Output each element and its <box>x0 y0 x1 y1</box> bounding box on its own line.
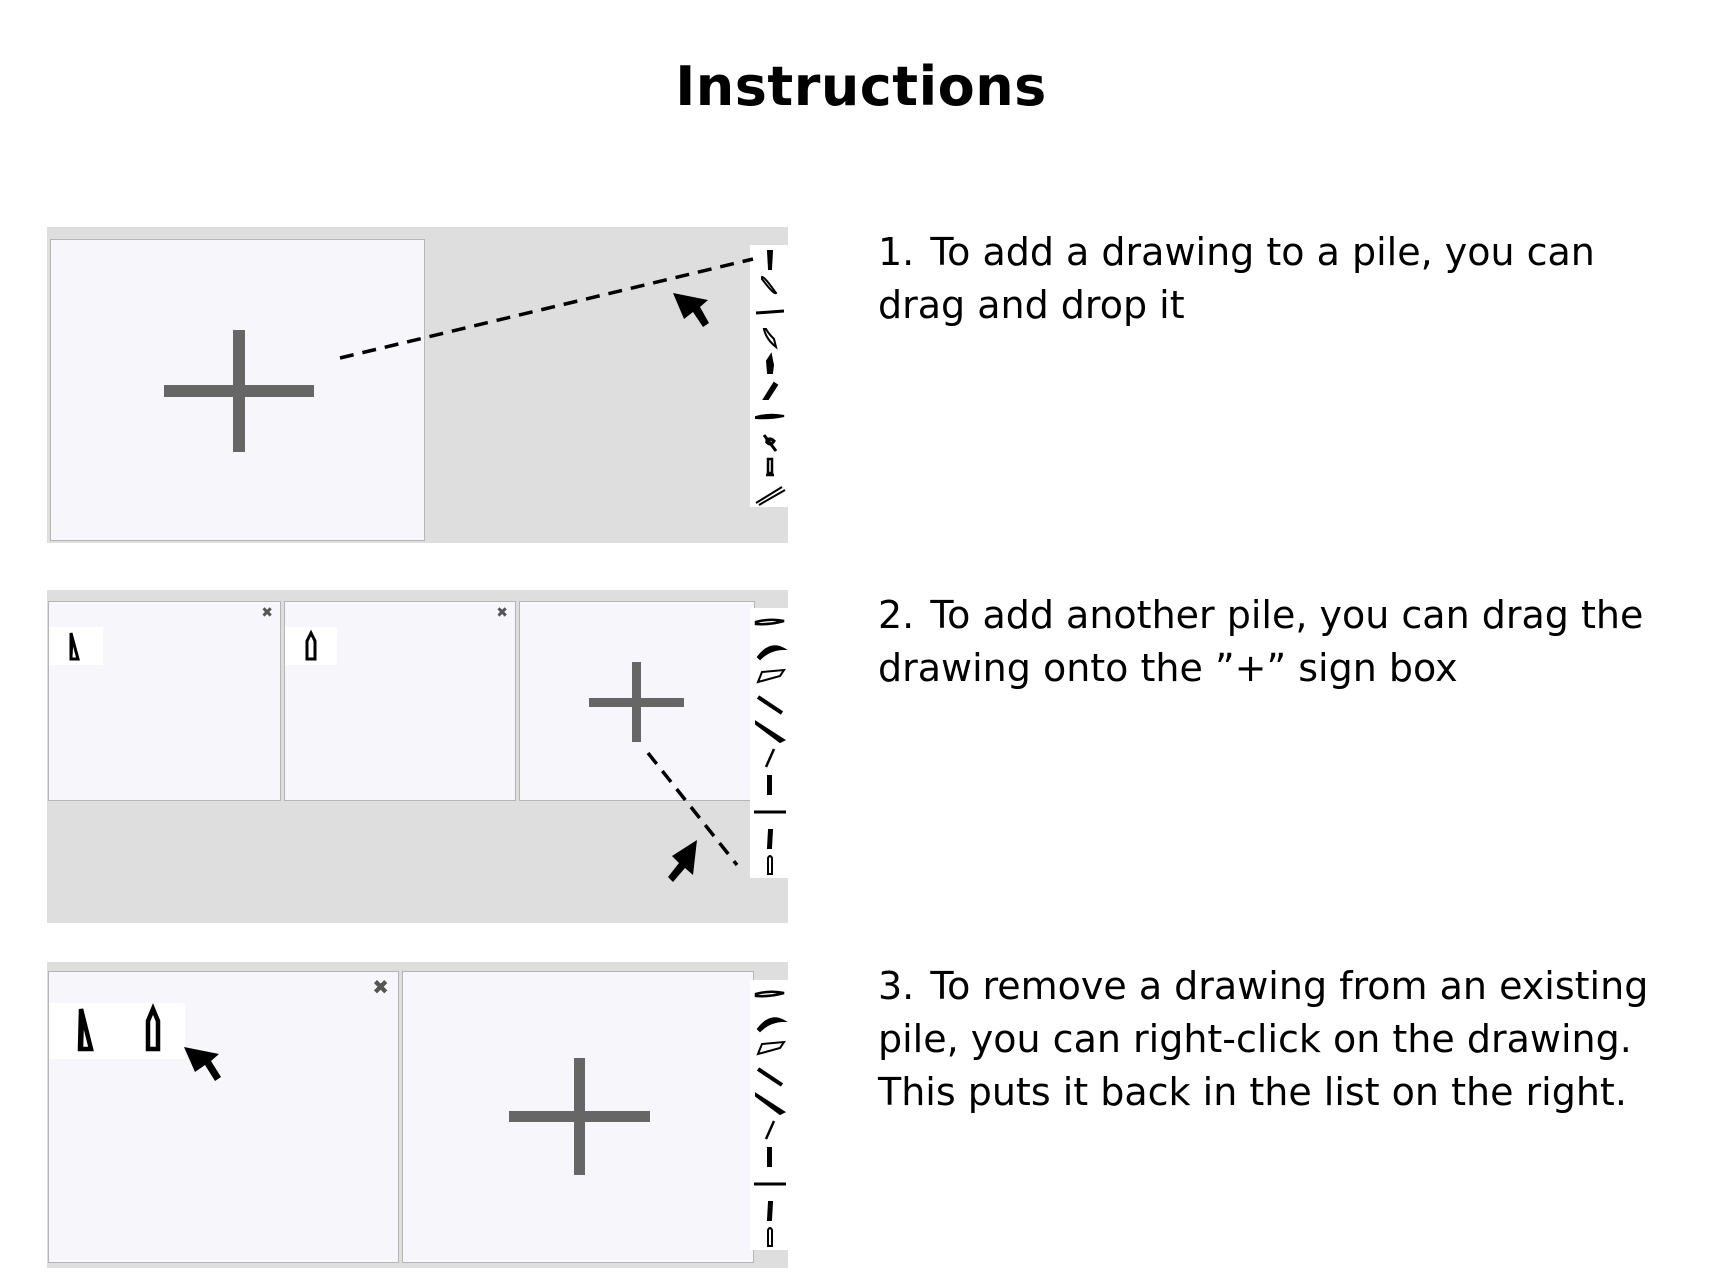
drawing-thumbnail-icon[interactable] <box>750 325 788 351</box>
drawing-thumbnail-icon[interactable] <box>750 1036 788 1062</box>
drawing-thumbnail-icon[interactable] <box>750 1090 788 1116</box>
drawing-thumbnail-icon[interactable] <box>750 799 788 825</box>
pile-box[interactable]: ✖ <box>48 601 281 801</box>
drawing-thumbnail-icon[interactable] <box>750 664 788 690</box>
drawing-thumbnail-icon[interactable] <box>750 377 788 403</box>
drag-path-overlay <box>339 257 754 360</box>
step-text: To remove a drawing from an existing pil… <box>878 964 1649 1114</box>
drawing-thumbnail-icon[interactable] <box>750 455 788 481</box>
step-number: 1. <box>878 230 915 274</box>
step-number: 3. <box>878 964 915 1008</box>
drawing-thumbnail-icon[interactable] <box>750 247 788 273</box>
step-text: To add a drawing to a pile, you can drag… <box>878 230 1595 327</box>
drawing-thumbnail-icon[interactable] <box>750 718 788 744</box>
add-pile-box[interactable] <box>402 971 754 1263</box>
drawing-thumbnail-icon[interactable] <box>750 772 788 798</box>
plus-icon[interactable] <box>589 662 684 742</box>
drawing-thumbnail-icon[interactable] <box>750 1198 788 1224</box>
drawing-thumbnail-icon[interactable] <box>750 481 788 507</box>
drawing-thumbnail-icon[interactable] <box>750 1117 788 1143</box>
drawing-thumbnail-icon[interactable] <box>750 1144 788 1170</box>
drag-path-overlay <box>646 751 739 882</box>
example-panel-drag-to-pile <box>47 227 788 543</box>
drawing-thumbnail-icon[interactable] <box>750 351 788 377</box>
drawing-thumbnail-icon[interactable] <box>750 403 788 429</box>
drawing-thumbnail-icon <box>305 629 317 661</box>
drawing-thumbnail-icon[interactable] <box>750 1009 788 1035</box>
drawing-thumbnail-icon[interactable] <box>750 299 788 325</box>
cursor-arrow-icon <box>668 840 697 882</box>
plus-icon[interactable] <box>164 330 314 452</box>
drawing-thumbnail-icon[interactable] <box>750 1063 788 1089</box>
drawing-thumbnail-icon[interactable] <box>750 610 788 636</box>
drag-path <box>646 751 739 867</box>
example-panel-add-pile: ✖ ✖ <box>47 590 788 923</box>
step-number: 2. <box>878 593 915 637</box>
instruction-step-2: 2. To add another pile, you can drag the… <box>878 589 1678 695</box>
drawing-thumbnail-icon[interactable] <box>750 637 788 663</box>
pile-box[interactable]: ✖ <box>284 601 516 801</box>
pile-drawing[interactable] <box>117 1003 185 1059</box>
add-pile-box[interactable] <box>519 601 755 801</box>
cursor-arrow-icon <box>673 293 709 327</box>
close-icon[interactable]: ✖ <box>261 605 273 621</box>
step-text: To add another pile, you can drag the dr… <box>878 593 1644 690</box>
drawing-thumbnail-icon[interactable] <box>750 273 788 299</box>
drawing-thumbnail-icon <box>145 1003 161 1052</box>
example-panel-remove-drawing: ✖ <box>47 962 788 1268</box>
page-title: Instructions <box>675 55 1047 118</box>
drawing-thumbnail-icon[interactable] <box>750 982 788 1008</box>
add-pile-box[interactable] <box>50 239 425 541</box>
pile-drawing[interactable] <box>285 627 337 665</box>
drawing-thumbnail-icon[interactable] <box>750 1224 788 1250</box>
drawing-thumbnail-icon[interactable] <box>750 826 788 852</box>
drawing-thumbnail-icon[interactable] <box>750 852 788 878</box>
instruction-step-3: 3. To remove a drawing from an existing … <box>878 960 1678 1119</box>
close-icon[interactable]: ✖ <box>372 975 389 999</box>
drawings-list[interactable] <box>750 608 788 878</box>
pile-drawing[interactable] <box>49 1003 117 1059</box>
pile-box[interactable]: ✖ <box>48 971 399 1263</box>
drawing-thumbnail-icon[interactable] <box>750 745 788 771</box>
drawing-thumbnail-icon[interactable] <box>750 429 788 455</box>
drawing-thumbnail-icon <box>77 1008 94 1052</box>
pile-drawing[interactable] <box>49 627 103 665</box>
close-icon[interactable]: ✖ <box>496 605 508 621</box>
drawings-list[interactable] <box>750 245 788 507</box>
instruction-step-1: 1. To add a drawing to a pile, you can d… <box>878 226 1678 332</box>
drawing-thumbnail-icon[interactable] <box>750 691 788 717</box>
cursor-overlay <box>184 1047 221 1081</box>
drag-path <box>339 257 754 360</box>
cursor-arrow-icon <box>184 1047 221 1081</box>
drawing-thumbnail-icon <box>69 632 80 661</box>
drawing-thumbnail-icon[interactable] <box>750 1171 788 1197</box>
drawings-list[interactable] <box>750 980 788 1250</box>
plus-icon[interactable] <box>509 1058 650 1175</box>
